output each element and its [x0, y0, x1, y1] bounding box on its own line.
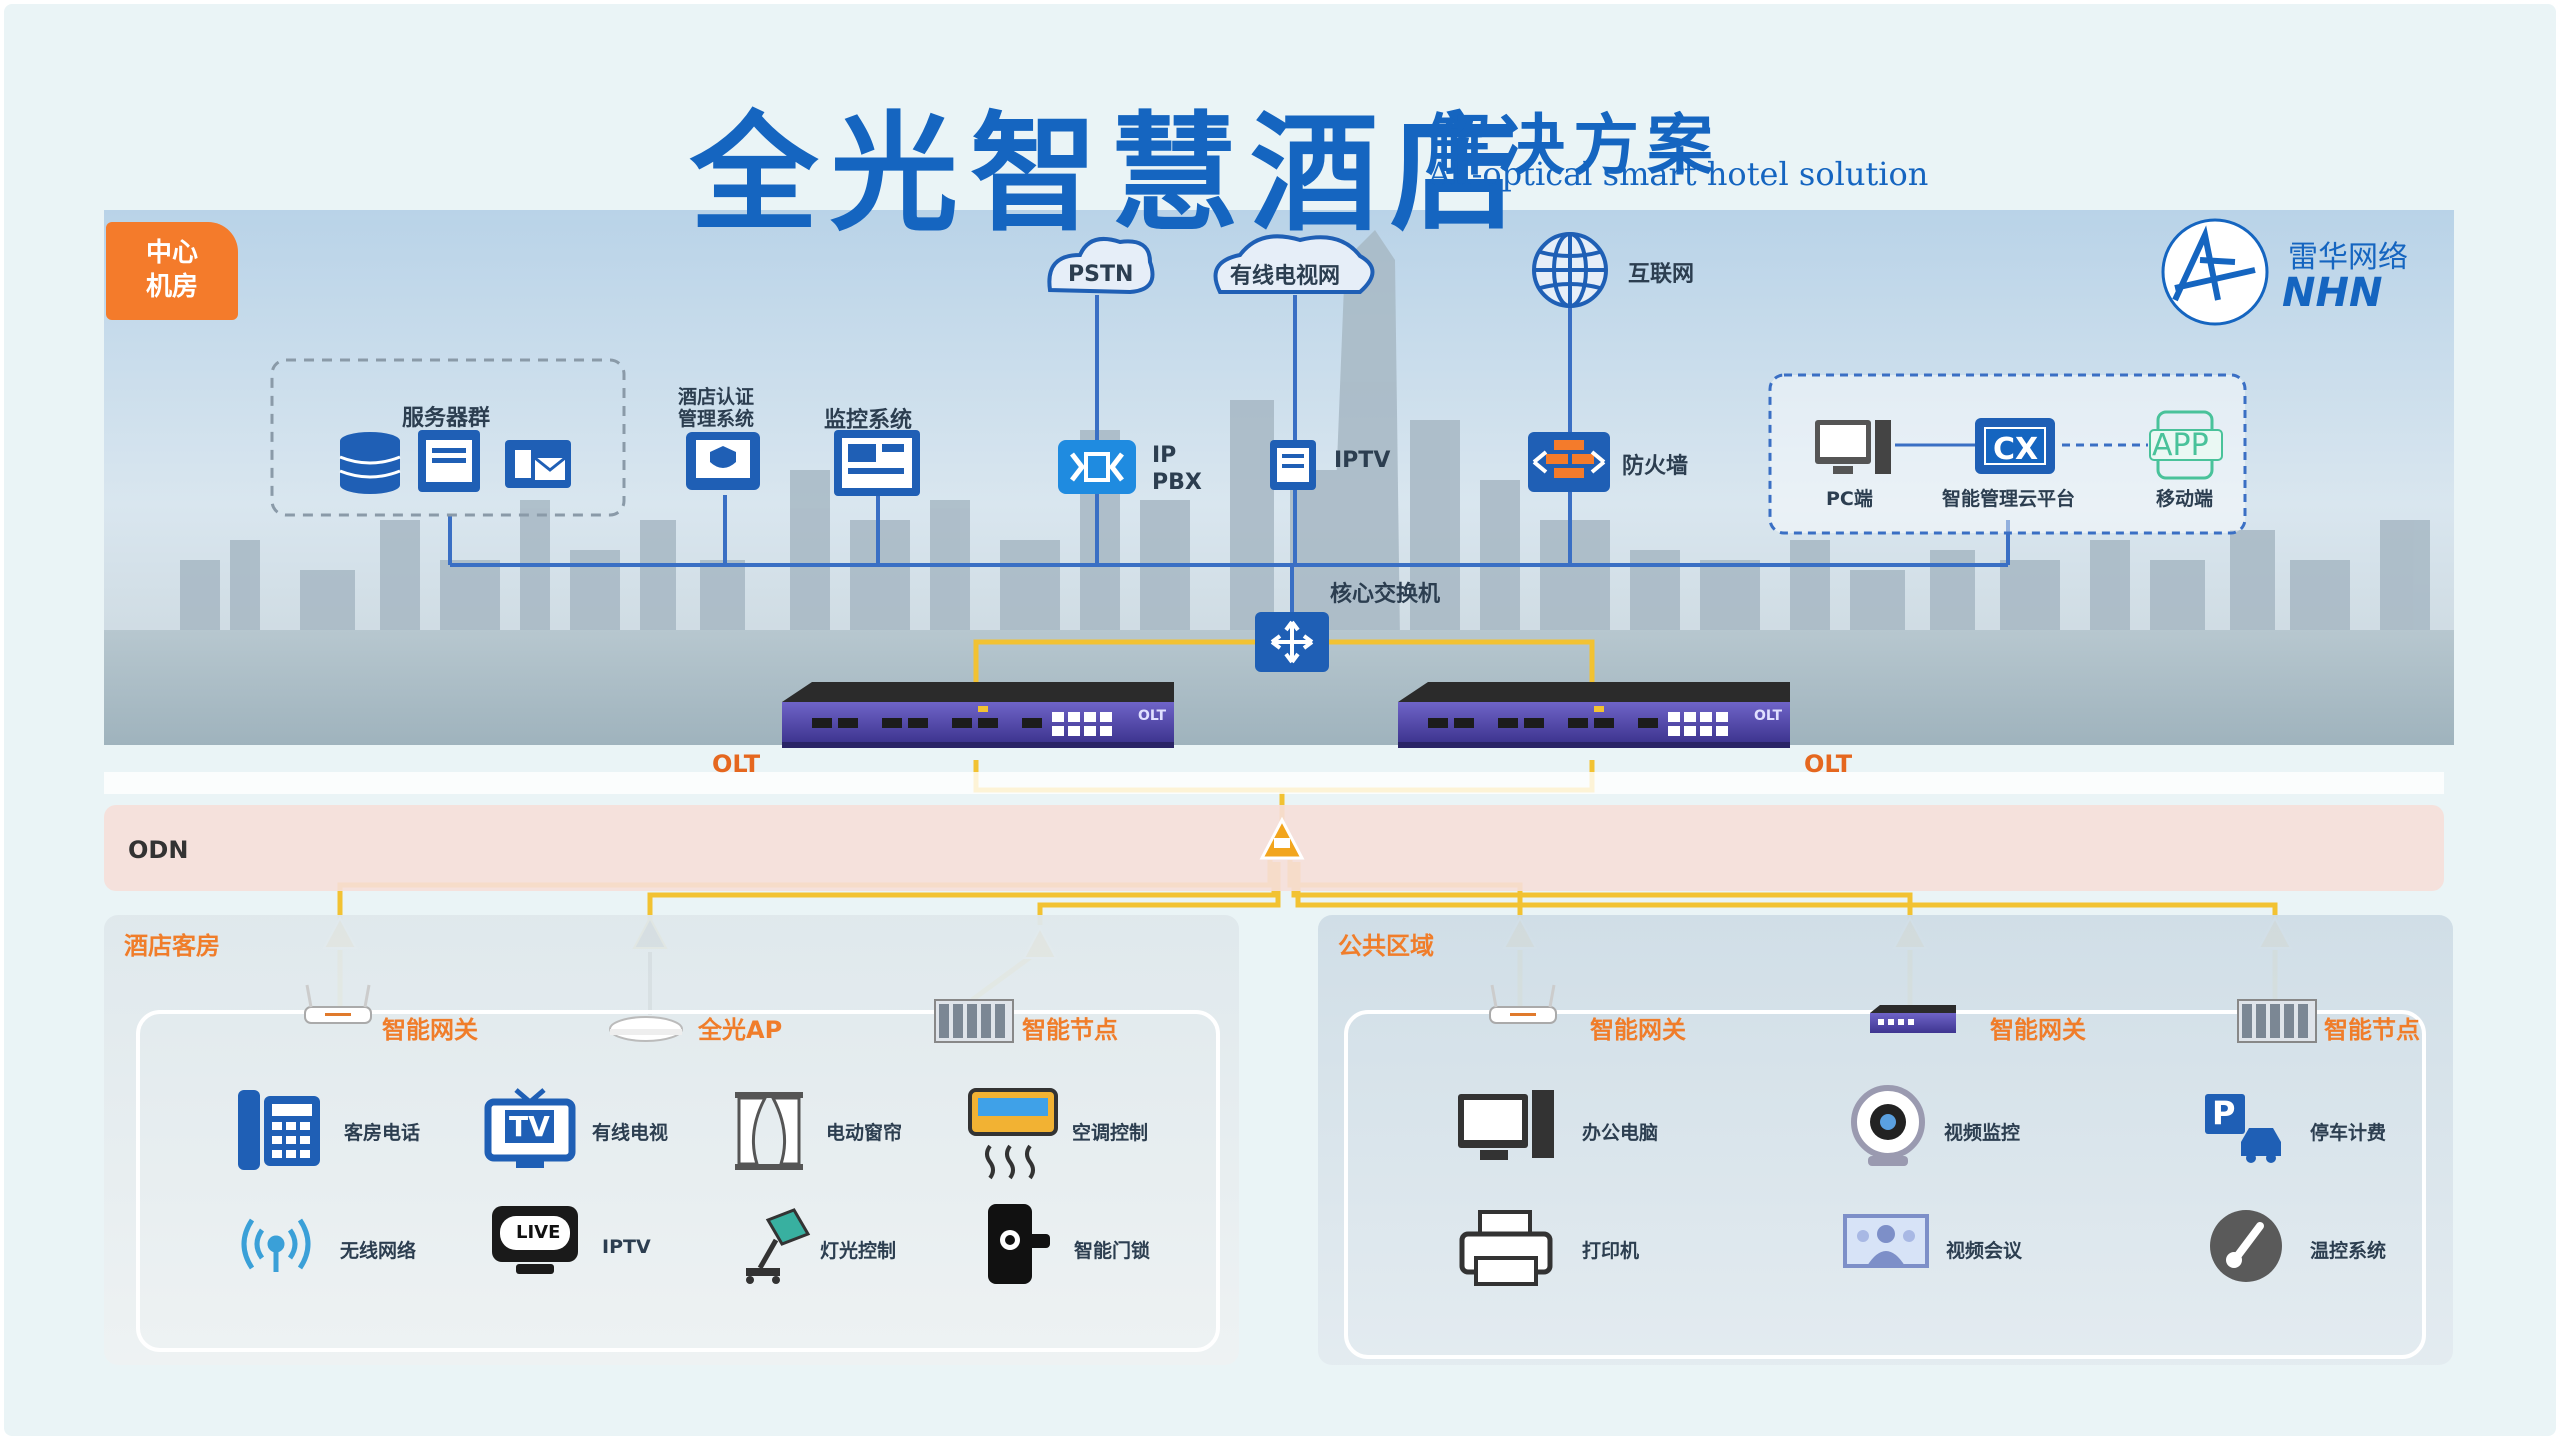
public-area-title: 公共区域 — [1338, 932, 1434, 960]
server-icon — [418, 430, 480, 492]
center-room-tag: 中心 机房 — [106, 222, 238, 320]
live-tv-icon — [492, 1206, 578, 1274]
wifi-icon — [241, 1218, 311, 1272]
page-subtitle: 解决方案 — [1425, 107, 1721, 184]
page-title-english: All-optical smart hotel solution — [1428, 155, 1929, 193]
iptv-label: IPTV — [1334, 448, 1391, 473]
lamp-icon — [746, 1208, 811, 1284]
app-logo-text: APP — [2152, 428, 2209, 463]
mail-server-icon — [505, 440, 571, 488]
cloud-platform-icon — [1975, 418, 2055, 474]
smart-node-icon-public — [2237, 999, 2317, 1043]
server-group-label: 服务器群 — [402, 406, 491, 431]
cloud-platform-logo-text: CX — [1993, 432, 2039, 467]
brand-name-en: NHN — [2282, 270, 2383, 316]
thermometer-icon — [2210, 1210, 2282, 1282]
olt-device-left — [782, 682, 1174, 748]
guest-item-label-7: 智能门锁 — [1074, 1240, 1151, 1262]
auth-system-icon — [686, 432, 760, 490]
printer-icon — [1459, 1210, 1553, 1286]
cloud-platform-label: 智能管理云平台 — [1942, 488, 2076, 510]
olt-right-label: OLT — [1804, 750, 1853, 778]
guest-node-label: 智能节点 — [1022, 1016, 1118, 1044]
guest-item-label-5: IPTV — [602, 1236, 651, 1258]
public-item-label-0: 办公电脑 — [1582, 1122, 1659, 1144]
public-node-label: 智能节点 — [2324, 1016, 2420, 1044]
ip-pbx-icon — [1058, 440, 1136, 494]
center-room-tag-text: 中心 机房 — [145, 238, 198, 302]
public-item-label-3: 打印机 — [1582, 1240, 1640, 1262]
air-conditioner-icon — [968, 1088, 1058, 1180]
brand-name-cn: 雷华网络 — [2288, 240, 2408, 275]
olt-left-badge: OLT — [1138, 708, 1167, 724]
live-icon-text: LIVE — [516, 1222, 561, 1243]
parking-icon-letter: P — [2212, 1094, 2236, 1132]
pstn-cloud-icon — [1047, 237, 1155, 295]
cable-tv-cloud-icon — [1213, 234, 1375, 294]
guest-gateway-label: 智能网关 — [382, 1016, 478, 1044]
odn-label: ODN — [128, 836, 189, 864]
monitor-system-label: 监控系统 — [824, 408, 913, 433]
page-title: 全光智慧酒店 — [690, 100, 1531, 249]
core-switch-icon — [1255, 612, 1329, 672]
database-icon — [339, 432, 401, 494]
guest-item-label-0: 客房电话 — [344, 1122, 421, 1144]
globe-icon — [1532, 232, 1608, 308]
public-item-label-2: 停车计费 — [2310, 1122, 2387, 1144]
phone-icon — [238, 1090, 320, 1170]
guest-room-title: 酒店客房 — [124, 932, 220, 960]
smart-gateway-switch-icon — [1870, 1005, 1956, 1033]
splitter-icon — [1259, 816, 1305, 860]
olt-device-right — [1398, 682, 1790, 748]
app-icon — [2149, 410, 2223, 480]
smart-node-icon — [934, 999, 1014, 1043]
mobile-label: 移动端 — [2156, 488, 2214, 510]
video-conference-icon — [1843, 1214, 1929, 1268]
guest-item-label-2: 电动窗帘 — [826, 1122, 903, 1144]
nhn-logo-mark — [2161, 218, 2269, 326]
internet-label: 互联网 — [1628, 262, 1695, 287]
guest-room-inner-box — [136, 1010, 1220, 1352]
ip-pbx-label: IP PBX — [1152, 443, 1202, 495]
cable-tv-label: 有线电视网 — [1230, 264, 1341, 289]
smart-gateway-icon — [304, 984, 372, 1024]
webcam-icon — [1851, 1085, 1925, 1166]
public-item-label-1: 视频监控 — [1944, 1122, 2021, 1144]
public-gateway-label-1: 智能网关 — [1590, 1016, 1686, 1044]
curtain-icon — [735, 1092, 803, 1170]
firewall-icon — [1528, 432, 1610, 492]
door-lock-icon — [988, 1204, 1050, 1284]
parking-icon — [2205, 1094, 2281, 1163]
public-item-label-4: 视频会议 — [1946, 1240, 2023, 1262]
public-item-label-5: 温控系统 — [2310, 1240, 2387, 1262]
guest-item-label-4: 无线网络 — [340, 1240, 417, 1262]
auth-system-label: 酒店认证 管理系统 — [678, 386, 755, 430]
monitor-system-icon — [834, 430, 920, 496]
olt-left-label: OLT — [712, 750, 761, 778]
all-optical-ap-label: 全光AP — [698, 1016, 783, 1044]
tv-icon-text: TV — [505, 1110, 554, 1143]
desktop-icon — [1458, 1090, 1554, 1160]
firewall-label: 防火墙 — [1622, 454, 1689, 479]
server-group-box — [270, 358, 626, 517]
core-switch-label: 核心交换机 — [1330, 582, 1441, 607]
odn-top-band — [104, 772, 2444, 794]
all-optical-ap-icon — [609, 1016, 683, 1042]
pstn-label: PSTN — [1068, 262, 1134, 287]
pc-icon — [1815, 420, 1891, 474]
olt-right-badge: OLT — [1754, 708, 1783, 724]
public-gateway-label-2: 智能网关 — [1990, 1016, 2086, 1044]
guest-item-label-3: 空调控制 — [1072, 1122, 1149, 1144]
iptv-box-icon — [1270, 440, 1316, 490]
lan-lines — [448, 295, 2010, 615]
guest-item-label-6: 灯光控制 — [820, 1240, 897, 1262]
pc-label: PC端 — [1826, 488, 1873, 510]
smart-gateway-icon-public — [1489, 984, 1557, 1024]
guest-item-label-1: 有线电视 — [592, 1122, 669, 1144]
